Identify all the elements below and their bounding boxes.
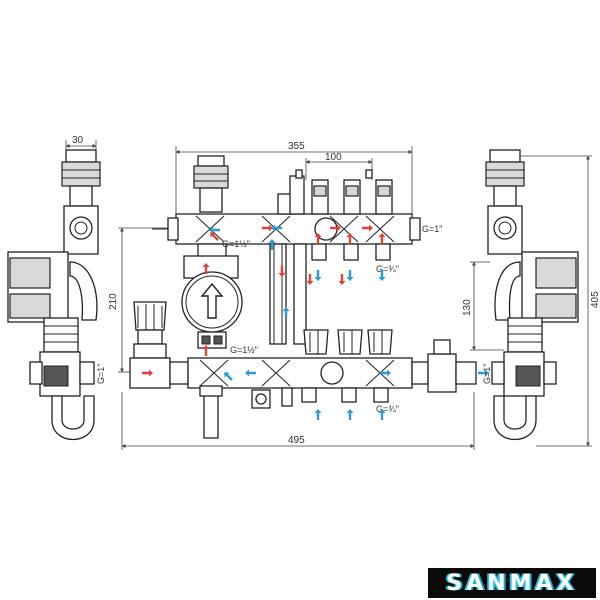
thread-inlet-right: G=1"	[482, 364, 492, 384]
thread-outlets-top: G=¾"	[376, 264, 399, 274]
dim-width-top: 355	[288, 141, 305, 152]
top-outlet-fittings	[277, 169, 393, 215]
left-side-view: 30 G=1"	[7, 135, 106, 441]
dim-valve-spacing: 100	[325, 152, 342, 163]
brand-logo: SANMAX	[428, 568, 596, 598]
dim-height-right: 130	[462, 299, 473, 316]
brand-name: SANMAX	[446, 570, 578, 596]
dim-height-total: 405	[590, 291, 600, 308]
dim-total-width: 495	[288, 435, 305, 446]
front-view: 210 355 100 G=1"	[108, 141, 489, 450]
right-side-view: 405 130 G=1"	[462, 149, 600, 447]
bottom-valves	[281, 329, 393, 407]
thread-outlets-bottom: G=¾"	[376, 404, 399, 414]
thread-pump-bottom: G=1½"	[230, 345, 258, 355]
thermostatic-head	[133, 301, 167, 359]
dim-height-left: 210	[108, 293, 119, 310]
thread-top-right: G=1"	[422, 224, 442, 234]
thread-pump-top: G=1½"	[222, 239, 250, 249]
circulation-pump	[181, 243, 243, 349]
thread-inlet-left: G=1"	[96, 364, 106, 384]
dim-side-width: 30	[72, 135, 84, 146]
pump-direction-icon	[200, 282, 224, 319]
